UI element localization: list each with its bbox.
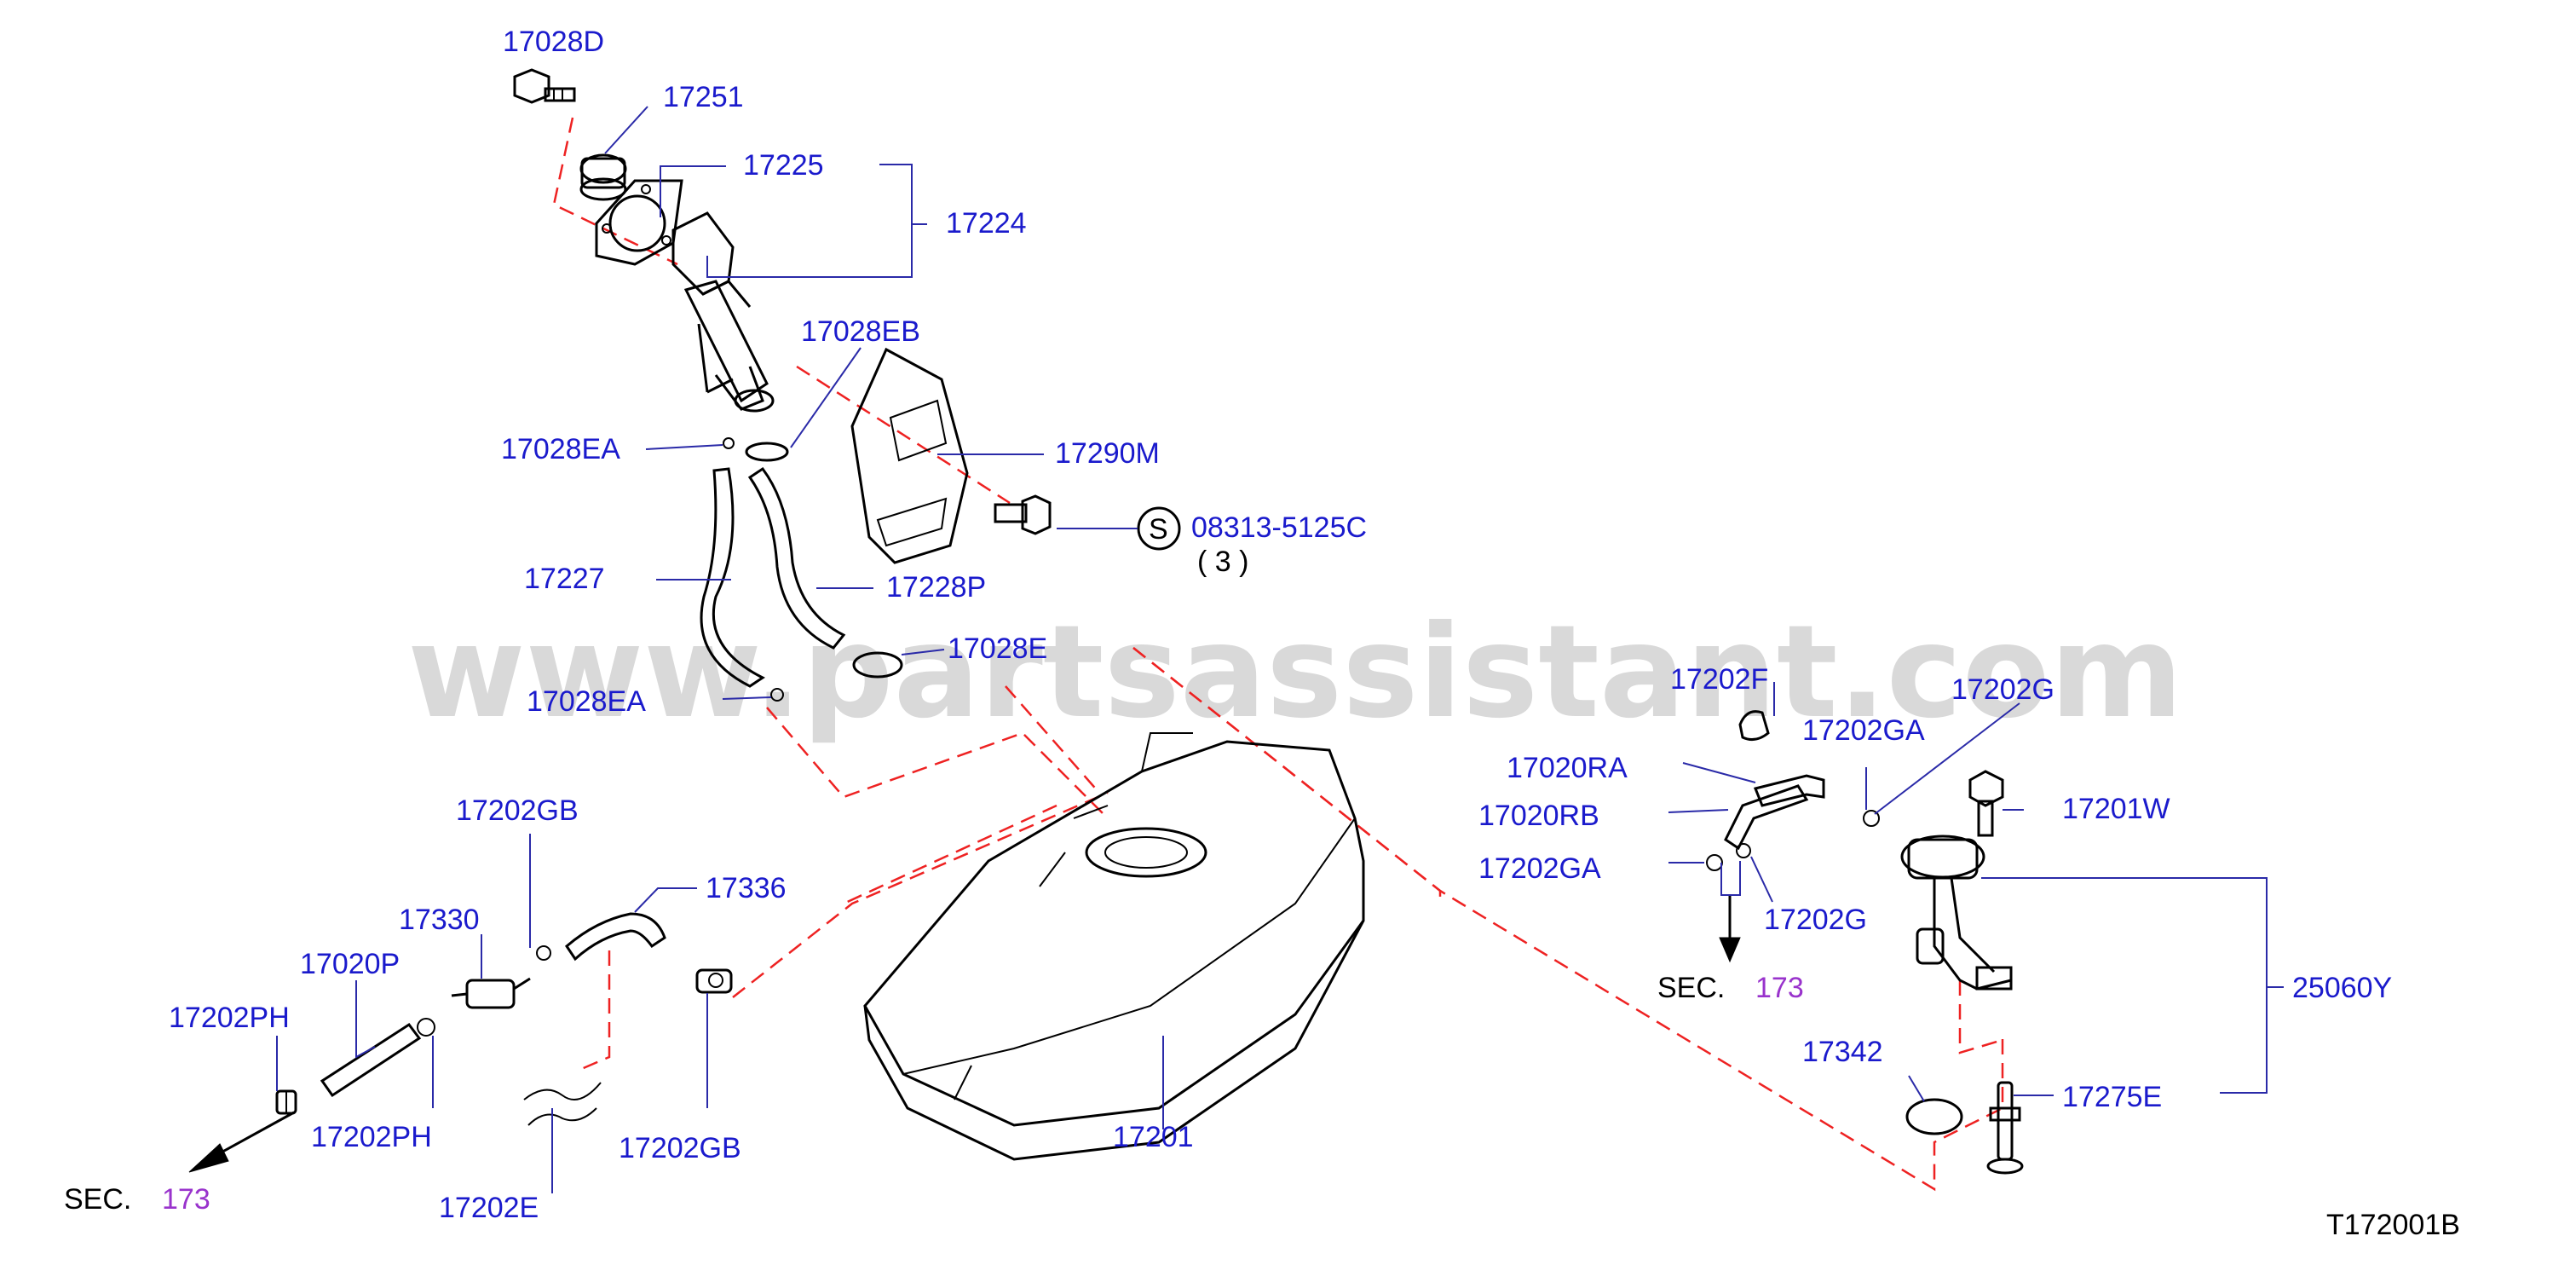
hose-17227 <box>700 467 765 688</box>
label-17290M: 17290M <box>1055 437 1160 470</box>
hose-17228P <box>747 466 846 650</box>
breather-17202E <box>523 1082 602 1126</box>
section-left-number: 173 <box>162 1183 210 1216</box>
arrow-sec-left <box>188 1111 295 1173</box>
label-17202GA-lower: 17202GA <box>1478 852 1601 885</box>
label-17330: 17330 <box>399 904 480 936</box>
label-17342: 17342 <box>1802 1036 1883 1068</box>
label-17201: 17201 <box>1113 1121 1194 1153</box>
guide-bolt-to-neck <box>552 117 678 266</box>
label-08313-5125C: 08313-5125C <box>1191 511 1367 544</box>
arrow-sec-right <box>1719 895 1741 963</box>
guide-hose-to-tank <box>766 707 1109 819</box>
label-17028EA-lower: 17028EA <box>527 685 646 718</box>
plug-17342 <box>1905 1098 1963 1135</box>
leader-lines <box>276 106 2284 1193</box>
dashed-guides <box>552 117 2004 1192</box>
fuel-pump-25060Y <box>1900 835 2013 991</box>
label-17228P: 17228P <box>886 571 986 604</box>
bolt-17028D <box>513 68 576 104</box>
clamp-17202GB-lower <box>695 968 733 994</box>
label-17202G-upper: 17202G <box>1951 673 2054 706</box>
label-17336: 17336 <box>706 872 787 904</box>
section-right-number: 173 <box>1755 972 1804 1004</box>
label-25060Y: 25060Y <box>2292 972 2392 1004</box>
clamp-17028EB <box>745 442 789 462</box>
diagram-code: T172001B <box>2326 1209 2460 1241</box>
label-17202GB-lower: 17202GB <box>619 1132 741 1164</box>
part-labels: 17028D 17251 17225 17224 17028EB 17290M … <box>169 26 2392 1224</box>
clamp-17028EA-upper <box>723 437 735 449</box>
bolt-17201W <box>1968 770 2004 837</box>
label-17227: 17227 <box>524 563 605 595</box>
label-17201W: 17201W <box>2062 793 2170 825</box>
label-17020RA: 17020RA <box>1507 752 1628 784</box>
hose-17020RA <box>1753 774 1825 807</box>
section-left-prefix: SEC. <box>64 1183 131 1216</box>
label-17028EA-upper: 17028EA <box>501 433 620 465</box>
label-17251: 17251 <box>663 81 744 113</box>
clamp-17202GA-right <box>1863 810 1880 827</box>
label-17020P: 17020P <box>300 948 400 980</box>
hose-17020RB <box>1724 784 1809 851</box>
watermark-text: www.partsassistant.com <box>407 598 2183 747</box>
section-right-prefix: SEC. <box>1657 972 1725 1004</box>
clip-17202F <box>1738 710 1770 742</box>
gasket-17225 <box>595 179 683 266</box>
clamp-17028E <box>852 651 903 679</box>
label-17224: 17224 <box>946 207 1027 240</box>
guide-pump-to-plug <box>1958 980 2003 1054</box>
guide-breather <box>579 950 611 1071</box>
section-ref-right: SEC. 173 <box>1657 972 1804 1004</box>
clamp-17202G-lower <box>1736 843 1751 858</box>
label-screw-quantity: ( 3 ) <box>1197 546 1248 578</box>
filler-neck-17224 <box>671 211 775 413</box>
clamp-17202GA-left <box>1706 854 1723 871</box>
guide-clamp-tank <box>732 791 1109 998</box>
clamp-17202GB-upper <box>536 945 551 961</box>
label-17028EB: 17028EB <box>801 315 920 348</box>
label-17028E: 17028E <box>948 632 1047 665</box>
hose-17020P <box>320 1022 422 1098</box>
clamp-17028EA-lower <box>770 688 784 702</box>
clamp-17202PH-left <box>275 1089 297 1115</box>
rod-17275E <box>1986 1081 2024 1175</box>
label-17225: 17225 <box>743 149 824 182</box>
label-17202GA-upper: 17202GA <box>1802 714 1925 747</box>
fuel-tank-17201 <box>863 732 1365 1161</box>
screw-08313-5125C <box>994 494 1181 551</box>
label-17202E: 17202E <box>439 1192 539 1224</box>
guide-big-rect <box>1132 647 2004 1192</box>
protector-17290M <box>850 347 969 564</box>
line-art <box>188 68 2024 1175</box>
label-17275E: 17275E <box>2062 1081 2162 1113</box>
label-17202PH-right: 17202PH <box>311 1121 432 1153</box>
label-17028D: 17028D <box>503 26 604 58</box>
hose-17336 <box>565 912 666 962</box>
guide-protector <box>796 365 1011 505</box>
label-17202PH-left: 17202PH <box>169 1002 290 1034</box>
label-screw-symbol: S <box>1149 513 1168 546</box>
guide-filter-tank <box>843 804 1057 905</box>
label-17202G-lower: 17202G <box>1764 904 1867 936</box>
label-17020RB: 17020RB <box>1478 800 1599 832</box>
label-17202GB-upper: 17202GB <box>456 794 579 827</box>
label-17202F: 17202F <box>1670 663 1768 696</box>
section-ref-left: SEC. 173 <box>64 1183 210 1216</box>
filler-cap-17251 <box>579 153 627 201</box>
clamp-17202PH-right <box>417 1018 435 1037</box>
fuel-filter-17330 <box>451 977 531 1009</box>
